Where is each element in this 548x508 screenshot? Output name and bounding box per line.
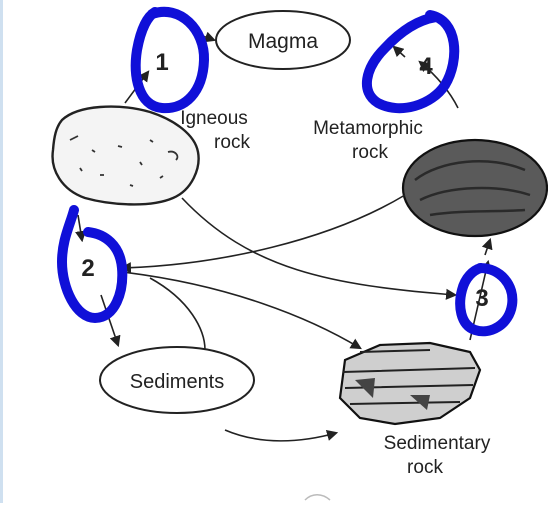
arrow-igneous-to-2 bbox=[78, 215, 82, 240]
arrow-4-to-magma bbox=[394, 47, 405, 57]
sediments-label: Sediments bbox=[130, 371, 225, 393]
magma-label: Magma bbox=[248, 30, 318, 53]
sediments-node: Sediments bbox=[100, 347, 254, 413]
annotation-circle-1 bbox=[136, 12, 204, 108]
annotation-circle-4 bbox=[367, 15, 454, 108]
step-number-1: 1 bbox=[155, 49, 168, 76]
left-edge-strip bbox=[0, 0, 3, 503]
sedimentary-label-line1: Sedimentary bbox=[384, 433, 491, 454]
igneous-label-line2: rock bbox=[214, 132, 250, 153]
step-number-4: 4 bbox=[419, 53, 433, 80]
bottom-mark bbox=[305, 495, 330, 500]
arrow-sediments-to-sedimentary bbox=[225, 430, 336, 441]
magma-node: Magma bbox=[216, 11, 350, 69]
metamorphic-label-line1: Metamorphic bbox=[313, 118, 423, 139]
igneous-label-line1: Igneous bbox=[180, 108, 248, 129]
metamorphic-rock-node: Metamorphic rock bbox=[313, 118, 547, 236]
curve-2-to-sediments bbox=[150, 278, 205, 350]
arrow-into-metamorphic bbox=[485, 240, 490, 255]
step-number-2: 2 bbox=[81, 255, 94, 282]
sedimentary-rock-node: Sedimentary rock bbox=[340, 343, 491, 478]
sedimentary-label-line2: rock bbox=[407, 457, 443, 478]
igneous-rock-node: Igneous rock bbox=[53, 107, 251, 205]
step-number-3: 3 bbox=[475, 285, 488, 312]
metamorphic-label-line2: rock bbox=[352, 142, 388, 163]
